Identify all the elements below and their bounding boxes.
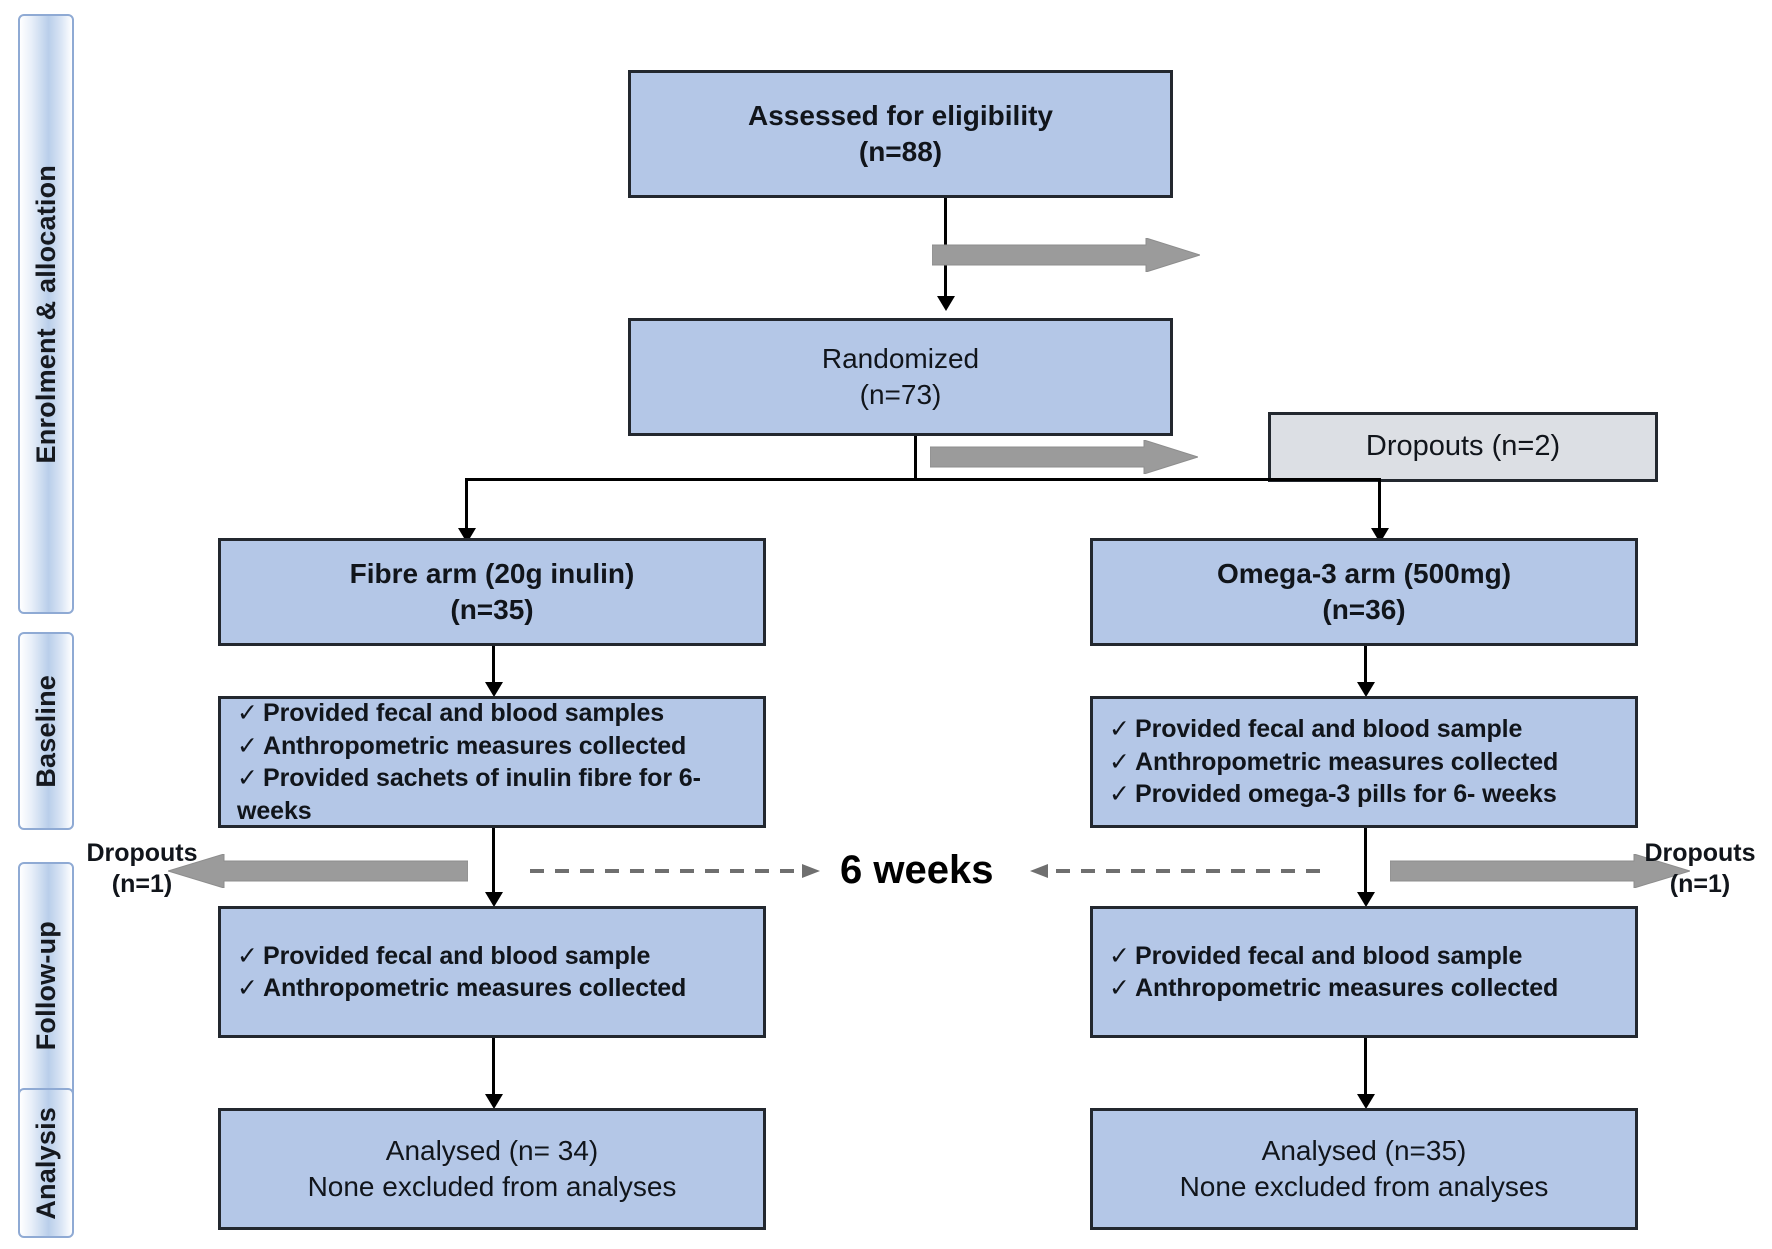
dashed-arrow-omega-to-timepoint xyxy=(1030,858,1320,884)
fibre-followup-item-2: ✓Anthropometric measures collected xyxy=(237,972,686,1005)
node-dropouts-randomization: Dropouts (n=2) xyxy=(1268,412,1658,482)
connector-omega-baseline-to-followup xyxy=(1364,828,1367,898)
omega-analysed-line-2: None excluded from analyses xyxy=(1179,1171,1549,1202)
check-icon: ✓ xyxy=(237,731,258,760)
arrowhead-omega-followup-to-analysed xyxy=(1357,1094,1375,1109)
check-icon: ✓ xyxy=(1109,780,1130,809)
assessed-line-2: (n=88) xyxy=(858,136,943,167)
omega-baseline-item-2: ✓Anthropometric measures collected xyxy=(1109,746,1558,779)
fibre-baseline-item-2: ✓Anthropometric measures collected xyxy=(237,730,686,763)
node-omega-baseline: ✓Provided fecal and blood sample ✓Anthro… xyxy=(1090,696,1638,828)
node-omega-analysed: Analysed (n=35) None excluded from analy… xyxy=(1090,1108,1638,1230)
dropouts-fibre-line-2: (n=1) xyxy=(111,869,173,898)
node-fibre-followup: ✓Provided fecal and blood sample ✓Anthro… xyxy=(218,906,766,1038)
randomized-line-2: (n=73) xyxy=(859,379,942,410)
stage-bar-analysis-label: Analysis xyxy=(30,1106,61,1220)
check-icon: ✓ xyxy=(1109,715,1130,744)
omega-followup-item-1: ✓Provided fecal and blood sample xyxy=(1109,940,1522,973)
connector-allocation-bus xyxy=(465,478,1381,481)
arrowhead-omega-baseline-to-followup xyxy=(1357,892,1375,907)
connector-randomized-stem xyxy=(914,436,917,480)
omega-arm-line-2: (n=36) xyxy=(1322,594,1406,625)
connector-fibre-baseline-to-followup xyxy=(492,828,495,898)
check-icon: ✓ xyxy=(1109,974,1130,1002)
node-omega-followup: ✓Provided fecal and blood sample ✓Anthro… xyxy=(1090,906,1638,1038)
omega-followup-item-2: ✓Anthropometric measures collected xyxy=(1109,972,1558,1005)
stage-bar-analysis: Analysis xyxy=(18,1088,74,1238)
node-omega-arm: Omega-3 arm (500mg) (n=36) xyxy=(1090,538,1638,646)
arrowhead-fibre-followup-to-analysed xyxy=(485,1094,503,1109)
fibre-baseline-item-1: ✓Provided fecal and blood samples xyxy=(237,697,664,730)
check-icon: ✓ xyxy=(237,941,258,970)
dropouts-fibre-line-1: Dropouts xyxy=(86,839,198,867)
dashed-arrow-fibre-to-timepoint xyxy=(530,858,820,884)
block-arrow-randomization-dropouts xyxy=(930,440,1198,474)
fibre-analysed-line-1: Analysed (n= 34) xyxy=(385,1135,599,1167)
node-fibre-baseline: ✓Provided fecal and blood samples ✓Anthr… xyxy=(218,696,766,828)
arrowhead-fibre-arm-to-baseline xyxy=(485,682,503,697)
assessed-line-1: Assessed for eligibility xyxy=(748,100,1053,132)
fibre-baseline-item-3: ✓Provided sachets of inulin fibre for 6-… xyxy=(237,764,701,825)
connector-omega-arm-to-baseline xyxy=(1364,646,1367,688)
dropouts-omega-line-1: Dropouts xyxy=(1644,839,1756,867)
node-randomized: Randomized (n=73) xyxy=(628,318,1173,436)
node-assessed-for-eligibility: Assessed for eligibility (n=88) xyxy=(628,70,1173,198)
omega-baseline-item-3: ✓Provided omega-3 pills for 6- weeks xyxy=(1109,778,1557,811)
check-icon: ✓ xyxy=(237,764,258,792)
connector-fibre-followup-to-analysed xyxy=(492,1038,495,1100)
check-icon: ✓ xyxy=(1109,941,1130,970)
connector-fibre-arm-to-baseline xyxy=(492,646,495,688)
stage-bar-followup-label: Follow-up xyxy=(30,921,61,1051)
dropouts-randomization-label: Dropouts (n=2) xyxy=(1365,430,1561,463)
block-arrow-dropouts-omega xyxy=(1390,854,1690,888)
node-fibre-arm: Fibre arm (20g inulin) (n=35) xyxy=(218,538,766,646)
fibre-arm-line-1: Fibre arm (20g inulin) xyxy=(349,558,635,590)
arrowhead-fibre-baseline-to-followup xyxy=(485,892,503,907)
check-icon: ✓ xyxy=(237,974,258,1002)
block-arrow-dropouts-fibre xyxy=(168,854,468,888)
dropouts-omega-line-2: (n=1) xyxy=(1669,869,1731,898)
label-timepoint-6-weeks: 6 weeks xyxy=(840,848,994,892)
stage-bar-baseline: Baseline xyxy=(18,632,74,830)
check-icon: ✓ xyxy=(1109,747,1130,776)
connector-omega-followup-to-analysed xyxy=(1364,1038,1367,1100)
connector-to-fibre-arm xyxy=(465,478,468,534)
omega-arm-line-1: Omega-3 arm (500mg) xyxy=(1216,558,1512,590)
fibre-followup-item-1: ✓Provided fecal and blood sample xyxy=(237,940,650,973)
label-dropouts-fibre: Dropouts (n=1) xyxy=(82,838,202,899)
stage-bar-baseline-label: Baseline xyxy=(30,674,61,788)
node-fibre-analysed: Analysed (n= 34) None excluded from anal… xyxy=(218,1108,766,1230)
randomized-line-1: Randomized xyxy=(821,343,980,375)
arrowhead-omega-arm-to-baseline xyxy=(1357,682,1375,697)
arrowhead-eligibility-to-randomized xyxy=(937,296,955,311)
omega-analysed-line-1: Analysed (n=35) xyxy=(1261,1135,1467,1167)
check-icon: ✓ xyxy=(237,699,258,727)
fibre-arm-line-2: (n=35) xyxy=(450,594,534,625)
omega-baseline-item-1: ✓Provided fecal and blood sample xyxy=(1109,713,1522,746)
block-arrow-screening-exclusions xyxy=(932,238,1200,272)
connector-to-omega-arm xyxy=(1378,478,1381,534)
stage-bar-enrolment-label: Enrolment & allocation xyxy=(30,164,61,464)
label-dropouts-omega: Dropouts (n=1) xyxy=(1640,838,1760,899)
stage-bar-followup: Follow-up xyxy=(18,862,74,1110)
stage-bar-enrolment: Enrolment & allocation xyxy=(18,14,74,614)
fibre-analysed-line-2: None excluded from analyses xyxy=(307,1171,677,1202)
